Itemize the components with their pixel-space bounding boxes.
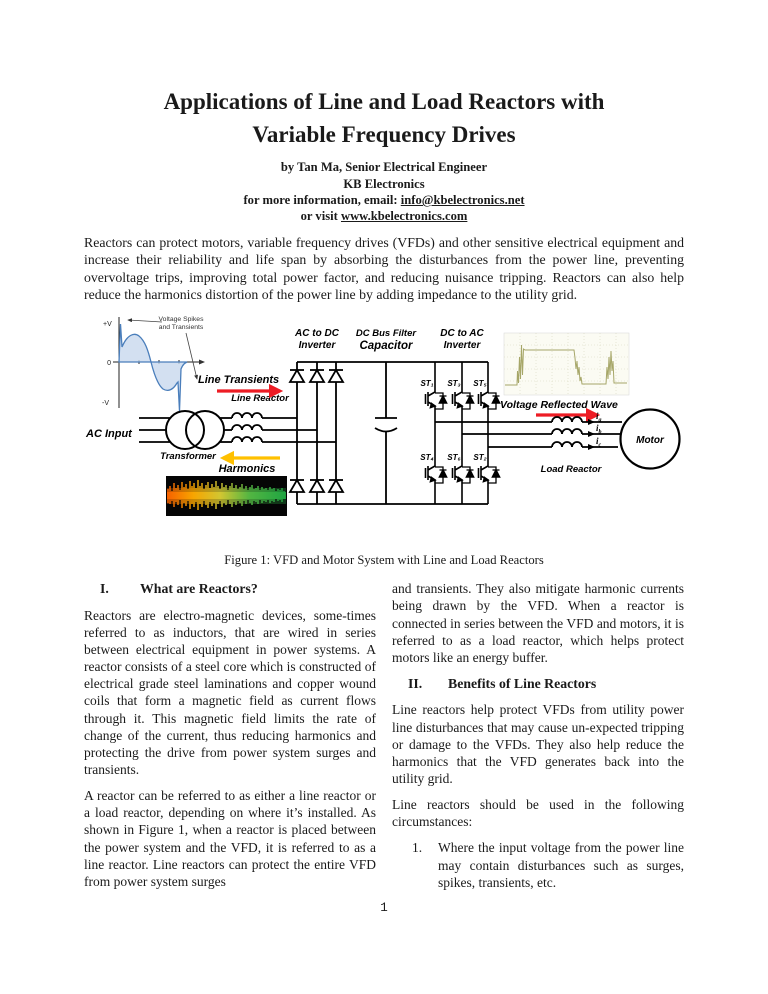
website-line: or visit www.kbelectronics.com [84,208,684,224]
voltage-spikes-annotation-line1: Voltage Spikes [159,316,205,323]
page-title: Applications of Line and Load Reactors w… [84,86,684,151]
igbt-st2 [477,463,501,488]
right-column: and transients. They also mitigate harmo… [392,580,684,899]
st5-label: ST₅ [473,379,486,388]
motor-label: Motor [636,435,665,446]
harmonics-label: Harmonics [219,463,276,475]
ac-to-dc-label-line1: AC to DC [294,328,340,339]
list-item-text: Where the input voltage from the power l… [438,840,684,890]
current-ic-base: i [596,436,599,446]
section-2-title: Benefits of Line Reactors [448,675,597,691]
section-1-paragraph-2: A reactor can be referred to as either a… [84,788,376,889]
intro-paragraph: Reactors can protect motors, variable fr… [84,234,684,302]
section-1-heading: I. What are Reactors? [84,580,376,598]
current-ia-label: ia [596,411,602,424]
section-1-paragraph-1: Reactors are electro-magnetic devices, s… [84,607,376,778]
igbt-st4 [424,463,448,488]
figure-1-diagram: +V 0 -V Voltage Spikes and Transients AC… [85,316,681,517]
voltage-waveform-chart: +V 0 -V Voltage Spikes and Transients [102,316,205,412]
st6-label: ST₆ [447,453,460,462]
st3-label: ST₃ [447,379,460,388]
transformer-symbol [165,410,225,451]
page-number: 1 [380,901,388,915]
figure-1: +V 0 -V Voltage Spikes and Transients AC… [84,311,684,546]
title-line-2: Variable Frequency Drives [252,121,516,147]
website-link[interactable]: www.kbelectronics.com [340,209,468,224]
waveform-plus-v-label: +V [103,321,112,328]
ac-input-label: AC Input [85,428,133,440]
section-2-heading: II. Benefits of Line Reactors [392,675,684,693]
dc-bus-capacitor [374,362,398,505]
line-transients-label: Line Transients [198,374,279,386]
current-ia-base: i [596,411,599,421]
igbt-st5 [477,389,501,414]
company-name: KB Electronics [343,176,425,191]
igbt-st6 [451,463,475,488]
waveform-minus-v-label: -V [102,400,109,407]
section-2-number: II. [408,675,423,691]
section-2-paragraph-1: Line reactors help protect VFDs from uti… [392,702,684,787]
harmonics-spectrogram [166,476,287,517]
current-ib-base: i [596,423,599,433]
motor-symbol: Motor [619,408,681,470]
current-ib-sub: b [599,430,602,436]
line-reactor-label: Line Reactor [231,393,290,404]
section-1-title: What are Reactors? [140,581,258,597]
dc-to-ac-label-line1: DC to AC [440,328,484,339]
dc-to-ac-label-line2: Inverter [444,340,482,351]
ac-input-lines [139,417,170,444]
line-reactor-coils [220,412,336,444]
section-2-paragraph-2: Line reactors should be used in the foll… [392,797,684,830]
current-ic-label: ic [596,436,602,449]
igbt-st1 [424,389,448,414]
load-reactor-coils [435,416,622,451]
rectifier-bridge [288,361,488,506]
section-1-number: I. [100,581,109,597]
current-ic-sub: c [599,443,602,449]
ac-to-dc-label-line2: Inverter [299,340,337,351]
visit-text: or visit [300,209,341,224]
st4-label: ST₄ [420,453,433,462]
list-item: 1. Where the input voltage from the powe… [412,839,684,890]
igbt-st3 [451,389,475,414]
figure-1-caption: Figure 1: VFD and Motor System with Line… [224,553,544,568]
list-item-number: 1. [412,840,423,856]
st2-label: ST₂ [473,453,486,462]
st1-label: ST₁ [420,379,433,388]
author-block: by Tan Ma, Senior Electrical Engineer KB… [84,159,684,224]
section-2-list: 1. Where the input voltage from the powe… [392,839,684,890]
contact-text: for more information, email: [243,193,401,208]
email-link[interactable]: info@kbelectronics.net [400,193,525,208]
current-ia-sub: a [599,418,602,424]
waveform-zero-label: 0 [107,360,111,367]
current-ib-label: ib [596,423,602,436]
voltage-reflected-wave-label: Voltage Reflected Wave [500,399,618,411]
dc-bus-label-line2: Capacitor [359,340,413,352]
rectifier-diodes [288,368,345,494]
two-column-body: I. What are Reactors? Reactors are elect… [84,580,684,899]
transformer-label: Transformer [160,451,217,462]
byline: by Tan Ma, Senior Electrical Engineer [280,160,488,175]
inverter-bridge [424,362,501,505]
left-column: I. What are Reactors? Reactors are elect… [84,580,376,899]
section-1-paragraph-continuation: and transients. They also mitigate harmo… [392,581,684,665]
voltage-spikes-annotation-line2: and Transients [159,324,204,331]
contact-line: for more information, email: info@kbelec… [84,192,684,208]
reflected-wave-scope [503,332,630,396]
dc-bus-label-line1: DC Bus Filter [356,328,417,339]
load-reactor-label: Load Reactor [541,464,603,475]
title-line-1: Applications of Line and Load Reactors w… [163,89,605,114]
